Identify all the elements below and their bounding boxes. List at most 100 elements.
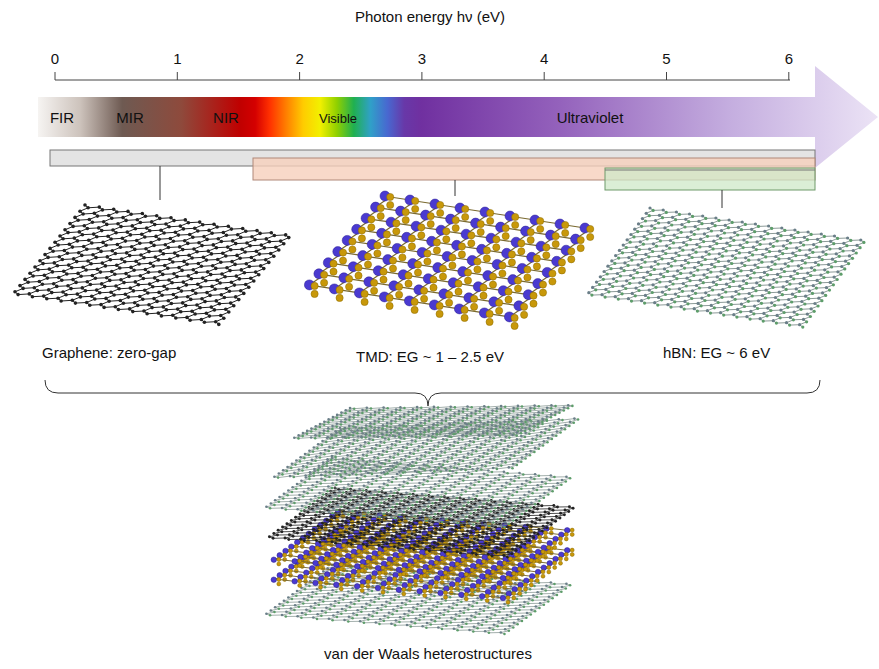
atom <box>369 604 372 607</box>
atom <box>145 312 149 316</box>
atom <box>767 266 770 269</box>
atom <box>694 225 697 228</box>
atom <box>81 286 85 290</box>
atom <box>561 586 564 589</box>
atom <box>436 601 439 604</box>
atom <box>718 252 721 255</box>
atom <box>753 305 756 308</box>
atom <box>119 278 123 282</box>
atom <box>773 304 776 307</box>
atom <box>558 259 565 266</box>
atom <box>58 234 62 238</box>
atom <box>443 609 446 612</box>
atom <box>739 310 742 313</box>
atom <box>525 617 528 620</box>
atom <box>421 287 428 294</box>
atom <box>435 615 438 618</box>
atom <box>855 251 858 254</box>
atom <box>283 600 286 603</box>
atom <box>127 295 131 299</box>
atom <box>339 257 346 264</box>
atom <box>225 287 229 291</box>
atom <box>273 611 276 614</box>
atom <box>53 240 57 244</box>
atom <box>388 612 391 615</box>
atom <box>754 289 757 292</box>
atom <box>678 246 681 249</box>
atom <box>859 246 862 249</box>
atom <box>331 619 334 622</box>
atom <box>222 316 226 320</box>
atom <box>220 293 224 297</box>
atom <box>727 260 730 263</box>
atom <box>423 616 426 619</box>
atom <box>215 278 219 282</box>
atom <box>503 586 507 590</box>
atom <box>322 600 325 603</box>
atom <box>732 239 735 242</box>
atom <box>309 571 313 575</box>
atom <box>379 618 382 621</box>
atom <box>90 295 94 299</box>
atom <box>751 287 754 290</box>
atom <box>456 629 459 632</box>
atom <box>811 292 814 295</box>
atom <box>382 594 385 597</box>
atom <box>73 236 77 240</box>
atom <box>695 251 698 254</box>
atom <box>239 289 243 293</box>
atom <box>230 281 234 285</box>
atom <box>516 598 519 601</box>
atom <box>129 266 133 270</box>
atom <box>633 269 636 272</box>
atom <box>144 215 148 219</box>
atom <box>402 217 409 224</box>
atom <box>101 241 105 245</box>
atom <box>207 229 211 233</box>
atom <box>330 268 337 275</box>
atom <box>268 240 272 244</box>
atom <box>105 276 109 280</box>
atom <box>55 285 59 289</box>
atom <box>460 601 463 604</box>
atom <box>719 237 722 240</box>
atom <box>114 284 118 288</box>
atom <box>806 238 809 241</box>
atom <box>134 227 138 231</box>
atom <box>461 626 464 629</box>
atom <box>291 598 294 601</box>
atom <box>125 251 129 255</box>
atom <box>720 296 723 299</box>
atom <box>135 239 139 243</box>
atom <box>843 267 846 270</box>
atom <box>512 596 516 600</box>
atom <box>148 229 152 233</box>
atom <box>731 295 734 298</box>
atom <box>770 227 773 230</box>
atom <box>173 251 177 255</box>
atom <box>762 312 765 315</box>
atom <box>636 230 639 233</box>
atom <box>650 265 653 268</box>
atom <box>483 605 486 608</box>
atom <box>408 243 415 250</box>
atom <box>283 573 287 577</box>
atom <box>568 248 575 255</box>
atom <box>691 289 694 292</box>
atom <box>310 605 313 608</box>
atom <box>785 321 788 324</box>
atom <box>290 607 293 610</box>
atom <box>303 598 306 601</box>
atom <box>695 284 698 287</box>
atom <box>48 267 52 271</box>
atom <box>178 245 182 249</box>
atom <box>432 604 435 607</box>
atom <box>518 609 521 612</box>
atom <box>766 307 769 310</box>
atom <box>413 597 416 600</box>
atom <box>779 316 782 319</box>
atom <box>389 265 396 272</box>
atom <box>416 608 419 611</box>
atom <box>803 236 806 239</box>
atom <box>271 577 277 583</box>
